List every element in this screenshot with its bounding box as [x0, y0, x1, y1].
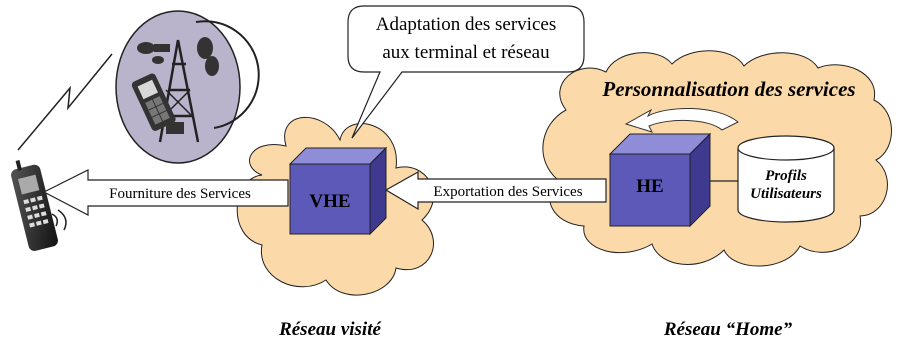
database-line-1: Profils	[765, 168, 807, 184]
export-arrow-label: Exportation des Services	[433, 184, 582, 200]
supply-arrow-label: Fourniture des Services	[109, 186, 251, 202]
supply-arrow: Fourniture des Services	[42, 169, 289, 216]
he-node: HE	[608, 132, 712, 228]
callout-bubble: Adaptation des services aux terminal et …	[347, 5, 585, 139]
home-network-caption: Réseau “Home”	[663, 319, 793, 340]
radio-link-icon	[17, 53, 113, 151]
visited-network-caption: Réseau visité	[278, 319, 381, 340]
export-arrow: Exportation des Services	[384, 170, 607, 211]
callout-line-1: Adaptation des services	[376, 14, 556, 35]
database-line-2: Utilisateurs	[750, 186, 822, 202]
personalisation-label: Personnalisation des services	[601, 77, 855, 101]
he-label: HE	[636, 176, 663, 197]
user-profiles-database: Profils Utilisateurs	[737, 135, 835, 223]
vhe-node: VHE	[288, 146, 388, 236]
vhe-label: VHE	[309, 191, 350, 212]
personalisation-arrow	[624, 108, 739, 133]
callout-line-2: aux terminal et réseau	[382, 42, 550, 63]
mobile-phone-icon	[11, 160, 67, 251]
antenna-tower-icon	[115, 10, 260, 164]
